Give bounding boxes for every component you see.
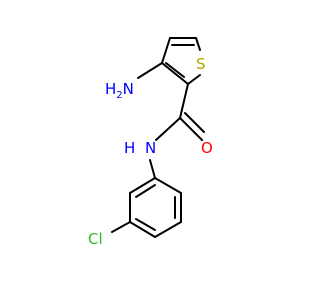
bond-c2-c3	[161, 62, 189, 85]
oxygen-label: O	[201, 139, 213, 157]
bond-c2-carbonyl	[179, 83, 189, 119]
chlorine-label: Cl	[88, 230, 103, 248]
bond-ar1-ar2	[154, 177, 182, 194]
bond-s-c2	[187, 74, 201, 85]
bond-carbonyl-nitrogen	[155, 117, 181, 141]
amino-label: H2N	[105, 80, 134, 101]
bond-c2-c3-double	[165, 62, 185, 78]
atom-labels: H2N S O N H Cl	[88, 55, 213, 248]
bond-c5-s	[195, 37, 201, 51]
bond-ar5-chlorine	[111, 221, 131, 233]
bond-ar6-ar1	[129, 177, 156, 194]
bond-carbonyl-oxygen-double	[184, 112, 205, 133]
bond-c3-amino	[137, 62, 163, 79]
bond-c3-c4	[161, 37, 171, 64]
bond-carbonyl-oxygen	[179, 117, 203, 141]
amide-hydrogen-label: H	[124, 139, 135, 157]
bond-nitrogen-aryl	[149, 159, 156, 179]
structure-diagram: H2N S O N H Cl	[88, 37, 213, 248]
bond-ar4-ar5	[129, 221, 156, 238]
amide-nitrogen-label: N	[145, 139, 156, 157]
bond-ar4-ar5-double	[135, 218, 156, 231]
sulfur-label: S	[196, 55, 206, 73]
bonds	[111, 37, 205, 238]
bond-ar3-ar4	[154, 221, 182, 238]
bond-ar6-ar1-double	[135, 184, 156, 198]
